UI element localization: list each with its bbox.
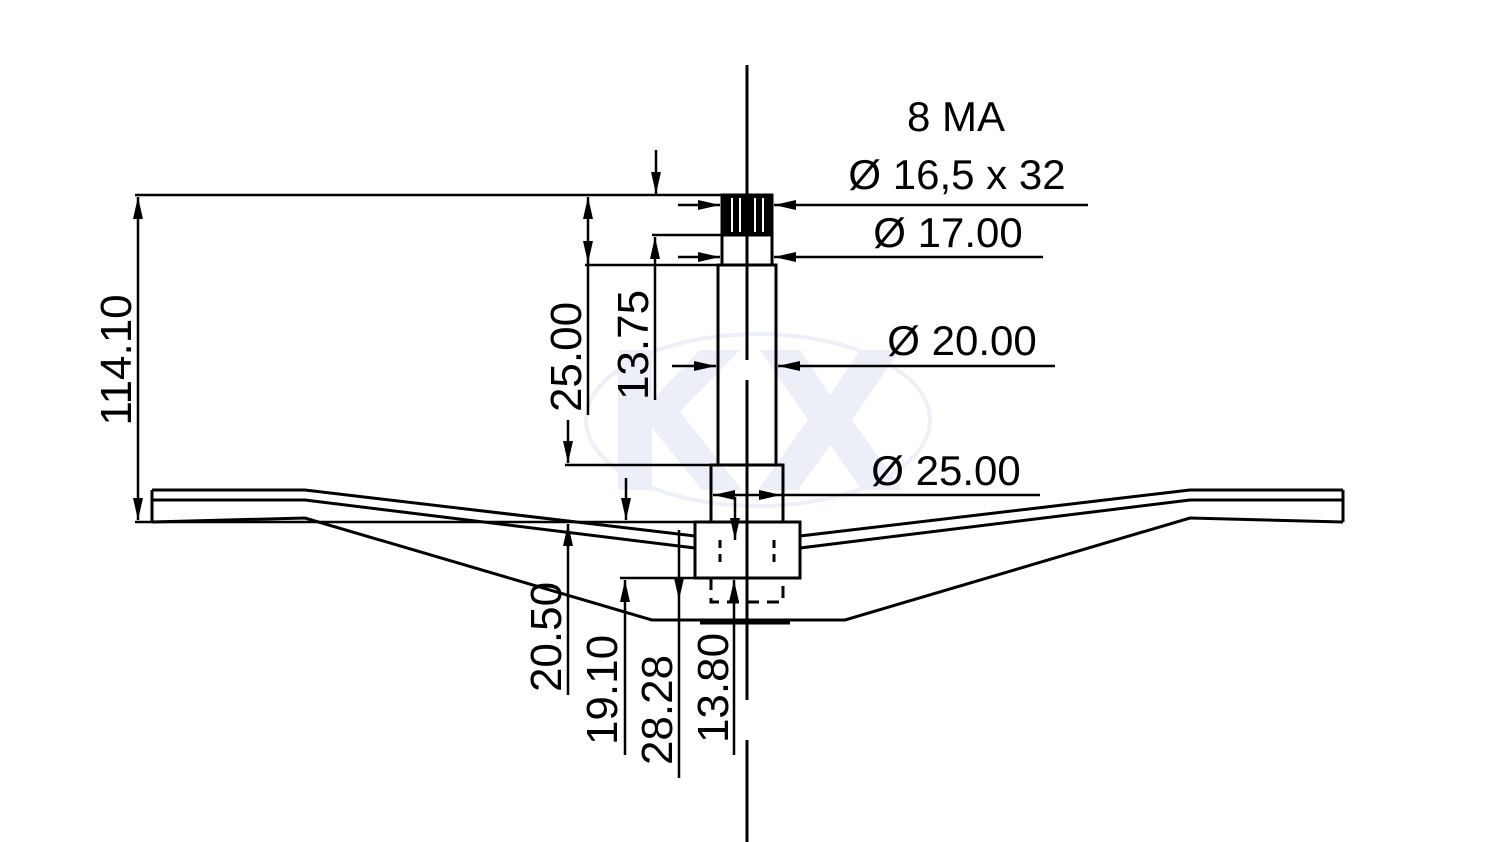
dim-upper-1375: 13.75 xyxy=(609,290,658,400)
part-outline xyxy=(150,65,1345,842)
watermark-lettering xyxy=(618,350,902,490)
label-d17: Ø 17.00 xyxy=(873,209,1022,256)
spline-section xyxy=(720,193,774,237)
label-material: 8 MA xyxy=(907,93,1005,140)
spider-plate xyxy=(150,488,1345,625)
dim-total-height: 114.10 xyxy=(92,294,141,425)
label-spline: Ø 16,5 x 32 xyxy=(848,151,1065,198)
label-d20: Ø 20.00 xyxy=(887,317,1036,364)
dim-upper-25: 25.00 xyxy=(542,302,591,412)
dim-lower-1380: 13.80 xyxy=(689,633,738,743)
watermark-logo xyxy=(584,332,932,508)
dim-lower-2050: 20.50 xyxy=(522,582,571,692)
dimension-lines xyxy=(133,150,1088,778)
label-d25: Ø 25.00 xyxy=(871,447,1020,494)
dim-lower-1910: 19.10 xyxy=(578,635,627,745)
dim-lower-2828: 28.28 xyxy=(633,655,682,765)
